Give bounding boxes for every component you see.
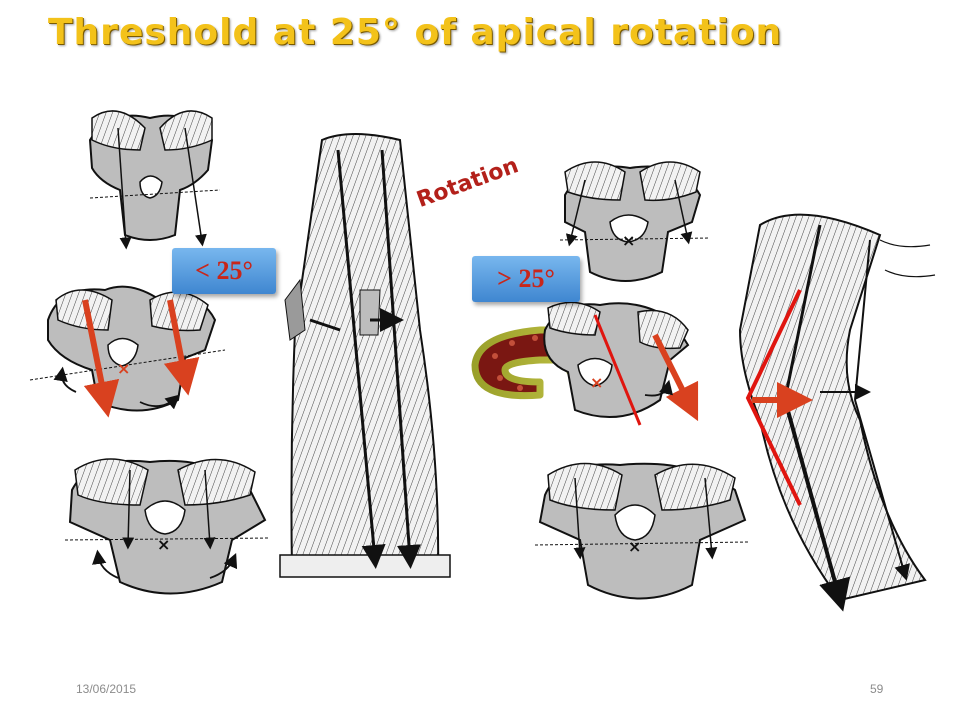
vertebra-bottom-left: ×: [64, 458, 271, 595]
badge-greater-than-25: > 25°: [472, 256, 580, 302]
svg-text:×: ×: [590, 373, 603, 392]
slide-title: Threshold at 25° of apical rotation: [48, 12, 783, 53]
vertebra-top-left: [88, 110, 221, 250]
badge-less-than-25: < 25°: [172, 248, 276, 294]
vertebra-middle-right: ×: [543, 301, 699, 426]
vertebra-middle-left: ×: [29, 285, 226, 418]
footer-date: 13/06/2015: [76, 682, 137, 696]
svg-text:×: ×: [117, 359, 130, 378]
vertebra-top-right: ×: [559, 161, 711, 282]
spine-column-right: [738, 213, 936, 612]
footer-page-number: 59: [870, 682, 884, 696]
svg-text:×: ×: [622, 231, 635, 250]
svg-text:×: ×: [157, 535, 170, 554]
spine-column-left: [279, 133, 451, 578]
svg-text:×: ×: [628, 537, 641, 556]
vertebra-bottom-right: ×: [534, 462, 749, 600]
